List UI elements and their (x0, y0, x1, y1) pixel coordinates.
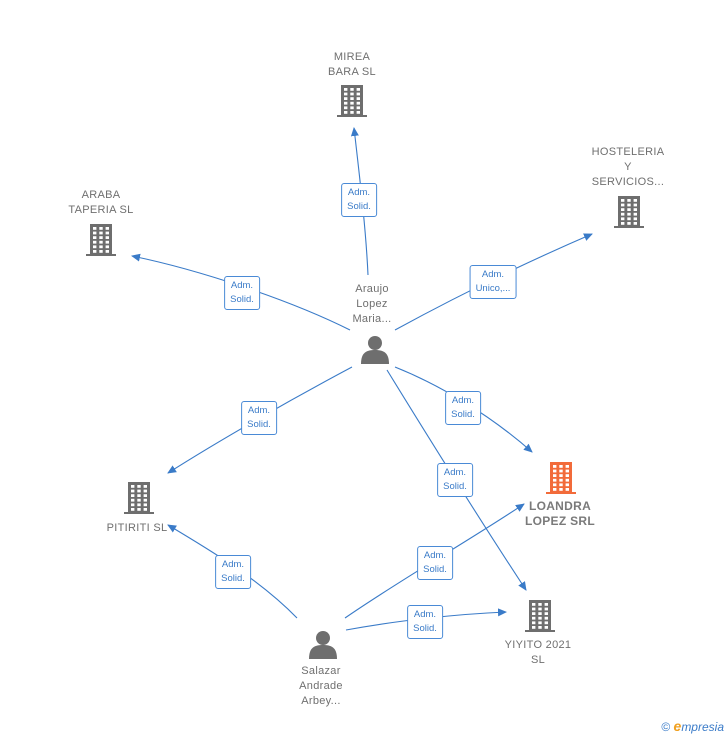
node-label-line: PITIRITI SL (106, 522, 168, 534)
edge-label-araujo-mirea: Adm. Solid. (341, 183, 377, 217)
node-label-hosteleria[interactable]: HOSTELERIA Y SERVICIOS... (592, 145, 665, 190)
copyright-symbol: © (661, 720, 671, 734)
edge-label-line: Solid. (230, 294, 254, 305)
building-icon-araba (86, 224, 116, 256)
building-icon-mirea (337, 85, 367, 117)
edge-label-line: Solid. (221, 573, 245, 584)
edge-label-line: Adm. (347, 187, 371, 198)
edge-label-araujo-yiyito: Adm. Solid. (437, 463, 473, 497)
node-label-line: HOSTELERIA (591, 146, 665, 158)
edge-label-line: Solid. (247, 419, 271, 430)
edge-label-araujo-loandra: Adm. Solid. (445, 391, 481, 425)
building-icon-yiyito (525, 600, 555, 632)
building-icon-pitiriti (124, 482, 154, 514)
building-icon-hosteleria (614, 196, 644, 228)
edge-label-line: Adm. (247, 405, 271, 416)
node-label-line: LOPEZ SRL (524, 514, 596, 528)
node-label-line: YIYITO 2021 (504, 639, 572, 651)
node-label-line: Maria... (352, 313, 392, 325)
edge-label-line: Adm. (413, 609, 437, 620)
edge-label-salazar-yiyito: Adm. Solid. (407, 605, 443, 639)
edge-label-line: Unico,... (475, 283, 511, 294)
edge-label-line: Adm. (451, 395, 475, 406)
node-label-line: TAPERIA SL (68, 204, 134, 216)
node-label-line: ARABA (81, 189, 121, 201)
node-label-line: SL (530, 654, 546, 666)
node-label-line: Andrade (299, 680, 343, 692)
edge-label-line: Adm. (221, 559, 245, 570)
node-label-line: MIREA (333, 51, 371, 63)
edge-label-line: Solid. (451, 409, 475, 420)
edge-label-line: Solid. (443, 481, 467, 492)
brand-name: mpresia (681, 720, 724, 734)
edge-label-line: Adm. (443, 467, 467, 478)
person-icon-araujo (361, 336, 389, 364)
edge-label-line: Adm. (423, 550, 447, 561)
edge-label-araujo-pitiriti: Adm. Solid. (241, 401, 277, 435)
node-label-line: Araujo (355, 283, 389, 295)
edge-label-araujo-araba: Adm. Solid. (224, 276, 260, 310)
edge-label-araujo-hosteleria: Adm. Unico,... (469, 265, 517, 299)
edge-label-line: Adm. (230, 280, 254, 291)
node-label-araba[interactable]: ARABA TAPERIA SL (68, 188, 133, 218)
node-label-line: SERVICIOS... (591, 176, 665, 188)
edge-label-salazar-pitiriti: Adm. Solid. (215, 555, 251, 589)
node-label-pitiriti[interactable]: PITIRITI SL (107, 521, 168, 536)
edge-label-line: Adm. (481, 269, 505, 280)
node-label-line: BARA SL (328, 66, 376, 78)
node-label-line: LOANDRA (528, 499, 592, 513)
empresia-credit: © empresia (661, 718, 724, 734)
node-label-mirea[interactable]: MIREA BARA SL (328, 50, 376, 80)
node-label-line: Arbey... (301, 695, 341, 707)
edge-label-line: Solid. (423, 564, 447, 575)
building-icon-loandra (546, 462, 576, 494)
edge-label-line: Solid. (347, 201, 371, 212)
edge-label-salazar-loandra: Adm. Solid. (417, 546, 453, 580)
person-icon-salazar (309, 631, 337, 659)
brand-initial: e (673, 718, 682, 734)
node-label-line: Lopez (356, 298, 388, 310)
node-label-line: Y (624, 161, 632, 173)
edge-label-line: Solid. (413, 623, 437, 634)
node-label-line: Salazar (301, 665, 341, 677)
